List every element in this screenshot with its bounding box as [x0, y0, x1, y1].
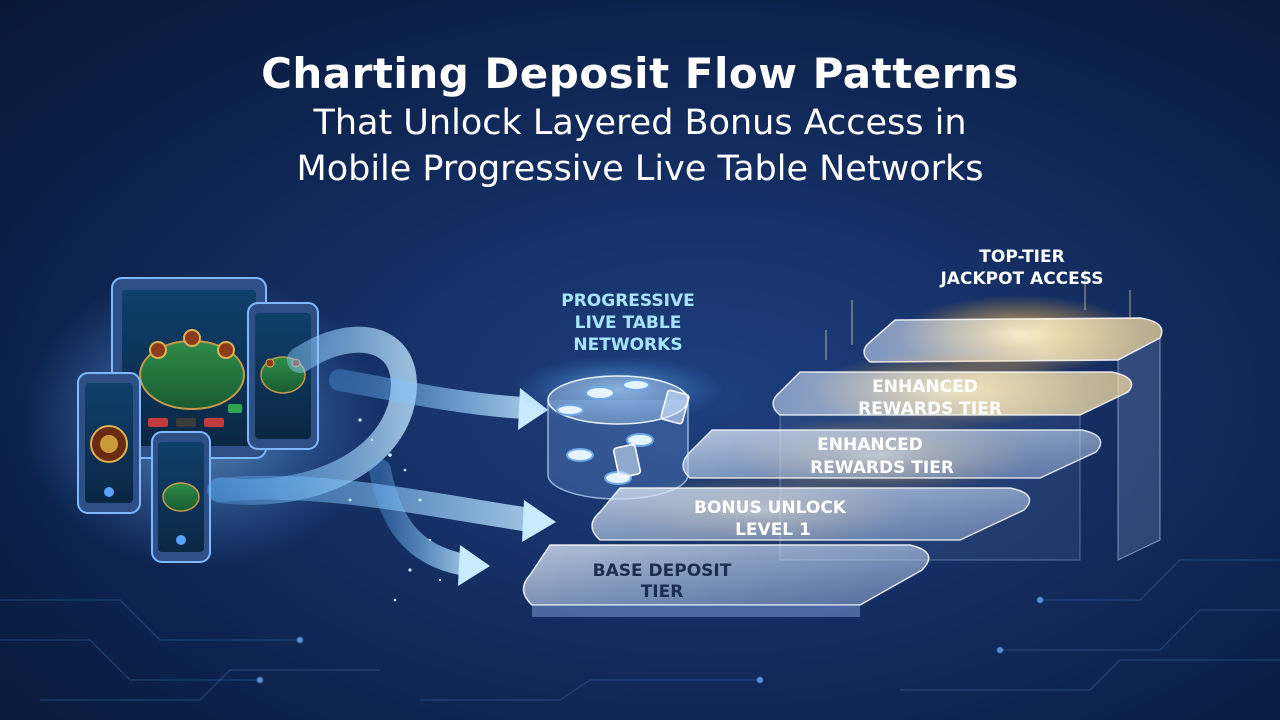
- bonus-unlock-label-line-2: LEVEL 1: [735, 520, 811, 540]
- phone-icon: [152, 432, 210, 562]
- base-deposit-label-line-1: BASE DEPOSIT: [593, 561, 732, 581]
- phone-icon: [248, 303, 318, 449]
- network-label-line-2: LIVE TABLE: [575, 313, 682, 333]
- flow-arrow-icon: [458, 545, 490, 586]
- enhanced-rewards-lower-label-line-1: ENHANCED: [817, 435, 923, 455]
- top-tier-label-line-2: JACKPOT ACCESS: [939, 269, 1103, 289]
- flow-arrow-icon: [522, 500, 556, 542]
- phone-icon: [78, 373, 140, 513]
- network-label-line-3: NETWORKS: [573, 335, 682, 355]
- base-deposit-label-line-2: TIER: [641, 582, 684, 602]
- enhanced-rewards-upper-label-line-2: REWARDS TIER: [858, 399, 1002, 419]
- bonus-unlock-label-line-1: BONUS UNLOCK: [694, 498, 847, 518]
- top-tier-label-line-1: TOP-TIER: [979, 247, 1064, 267]
- network-label-line-1: PROGRESSIVE: [561, 291, 694, 311]
- enhanced-rewards-upper-label-line-1: ENHANCED: [872, 377, 978, 397]
- enhanced-rewards-lower-label-line-2: REWARDS TIER: [810, 458, 954, 478]
